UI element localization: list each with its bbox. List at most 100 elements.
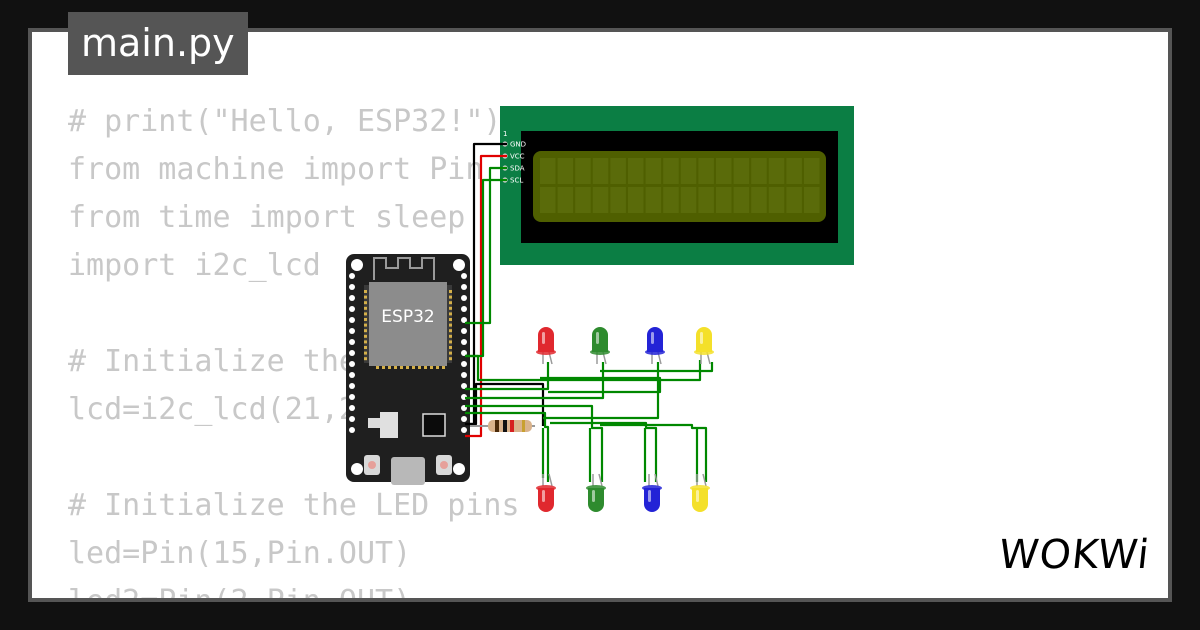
lcd-cell [698, 158, 714, 184]
wire-vcc [465, 154, 507, 438]
lcd-cell [663, 158, 679, 184]
lcd-cell [628, 187, 644, 213]
led-highlight [651, 332, 654, 344]
led-bottom-blue[interactable] [642, 473, 662, 512]
lcd-cell [751, 187, 767, 213]
castellation [364, 301, 367, 305]
lcd-pin-label-vcc: VCC [510, 153, 525, 161]
led-leg [702, 473, 707, 487]
castellation [364, 329, 367, 333]
castellation [449, 357, 452, 361]
wire-led-2 [465, 362, 605, 400]
esp32-chip [369, 282, 447, 366]
led-rim [536, 349, 556, 355]
usb-uart-chip [422, 413, 446, 437]
wire-led-9 [540, 376, 662, 394]
code-editor: # print("Hello, ESP32!")from machine imp… [68, 98, 520, 598]
lcd-cell [610, 187, 626, 213]
led-bottom-red[interactable] [536, 473, 556, 512]
castellation [418, 366, 421, 369]
castellation [388, 366, 391, 369]
esp32-board[interactable]: ESP32 [346, 254, 470, 485]
castellation [449, 323, 452, 327]
esp32-left-pins [349, 273, 355, 433]
led-top-blue[interactable] [645, 327, 665, 365]
led-dome [538, 327, 554, 352]
castellation [436, 366, 439, 369]
led-top-green[interactable] [590, 327, 610, 365]
castellation [449, 301, 452, 305]
esp32-pin [461, 273, 467, 279]
resistor[interactable] [470, 420, 535, 432]
esp32-right-pins [461, 273, 467, 433]
file-tab[interactable]: main.py [68, 12, 248, 75]
castellation [364, 323, 367, 327]
led-dome [692, 488, 708, 512]
castellation [364, 351, 367, 355]
esp32-pin [349, 350, 355, 356]
wire-sda [465, 166, 507, 325]
lcd-cell [733, 158, 750, 184]
led-leg [654, 473, 659, 487]
esp32-pin [461, 284, 467, 290]
led-top-yellow[interactable] [694, 327, 714, 365]
castellation [449, 346, 452, 349]
led-rim [590, 349, 610, 355]
esp32-pin [349, 306, 355, 312]
led-highlight [648, 490, 651, 502]
preview-card: # print("Hello, ESP32!")from machine imp… [32, 32, 1168, 598]
lcd-cell [592, 187, 609, 213]
code-line: led2=Pin(2,Pin.OUT) [68, 578, 520, 598]
led-highlight [596, 332, 599, 344]
esp32-pin [461, 372, 467, 378]
esp32-pin [461, 295, 467, 301]
led-top-red[interactable] [536, 327, 556, 365]
wire-led-8 [600, 423, 708, 482]
lcd-cell [540, 187, 556, 213]
lcd-cell [768, 187, 785, 213]
lcd-pin-label-sda: SDA [510, 165, 525, 173]
lcd-cell [663, 187, 679, 213]
lcd-cell [680, 187, 697, 213]
castellation [376, 366, 379, 369]
castellation [364, 306, 367, 310]
castellation [412, 366, 415, 369]
castellation [382, 366, 385, 369]
led-bottom-yellow[interactable] [690, 473, 710, 512]
esp32-pin [349, 273, 355, 279]
castellation [406, 366, 409, 369]
wire-led-1 [465, 362, 550, 391]
led-rim [645, 349, 665, 355]
led-dome [588, 488, 604, 512]
castellation [449, 329, 452, 333]
lcd-pin-label-scl: SCL [510, 177, 523, 185]
lcd-cell [733, 187, 750, 213]
esp32-pin [461, 317, 467, 323]
code-line: lcd=i2c_lcd(21,22) [68, 392, 394, 427]
code-line: led=Pin(15,Pin.OUT) [68, 536, 412, 571]
esp32-pin [461, 427, 467, 433]
lcd-cell [575, 187, 591, 213]
code-line: # print("Hello, ESP32!") [68, 104, 502, 139]
mounting-hole [351, 259, 363, 271]
castellation [449, 306, 452, 310]
castellation [449, 318, 452, 321]
castellation [394, 366, 397, 369]
led-dome [696, 327, 712, 352]
castellation [424, 366, 427, 369]
esp32-pin [349, 372, 355, 378]
led-highlight [696, 490, 699, 502]
castellation [442, 366, 445, 369]
code-line: import i2c_lcd [68, 248, 321, 283]
lcd-pin-label-gnd: GND [510, 141, 526, 149]
esp32-pin [349, 317, 355, 323]
esp32-pin [349, 295, 355, 301]
antenna-trace [373, 257, 435, 280]
led-bottom-green[interactable] [586, 473, 606, 512]
wokwi-logo: WOKWi [996, 532, 1153, 578]
led-highlight [700, 332, 703, 344]
castellation [364, 290, 367, 293]
lcd-cell [680, 158, 697, 184]
